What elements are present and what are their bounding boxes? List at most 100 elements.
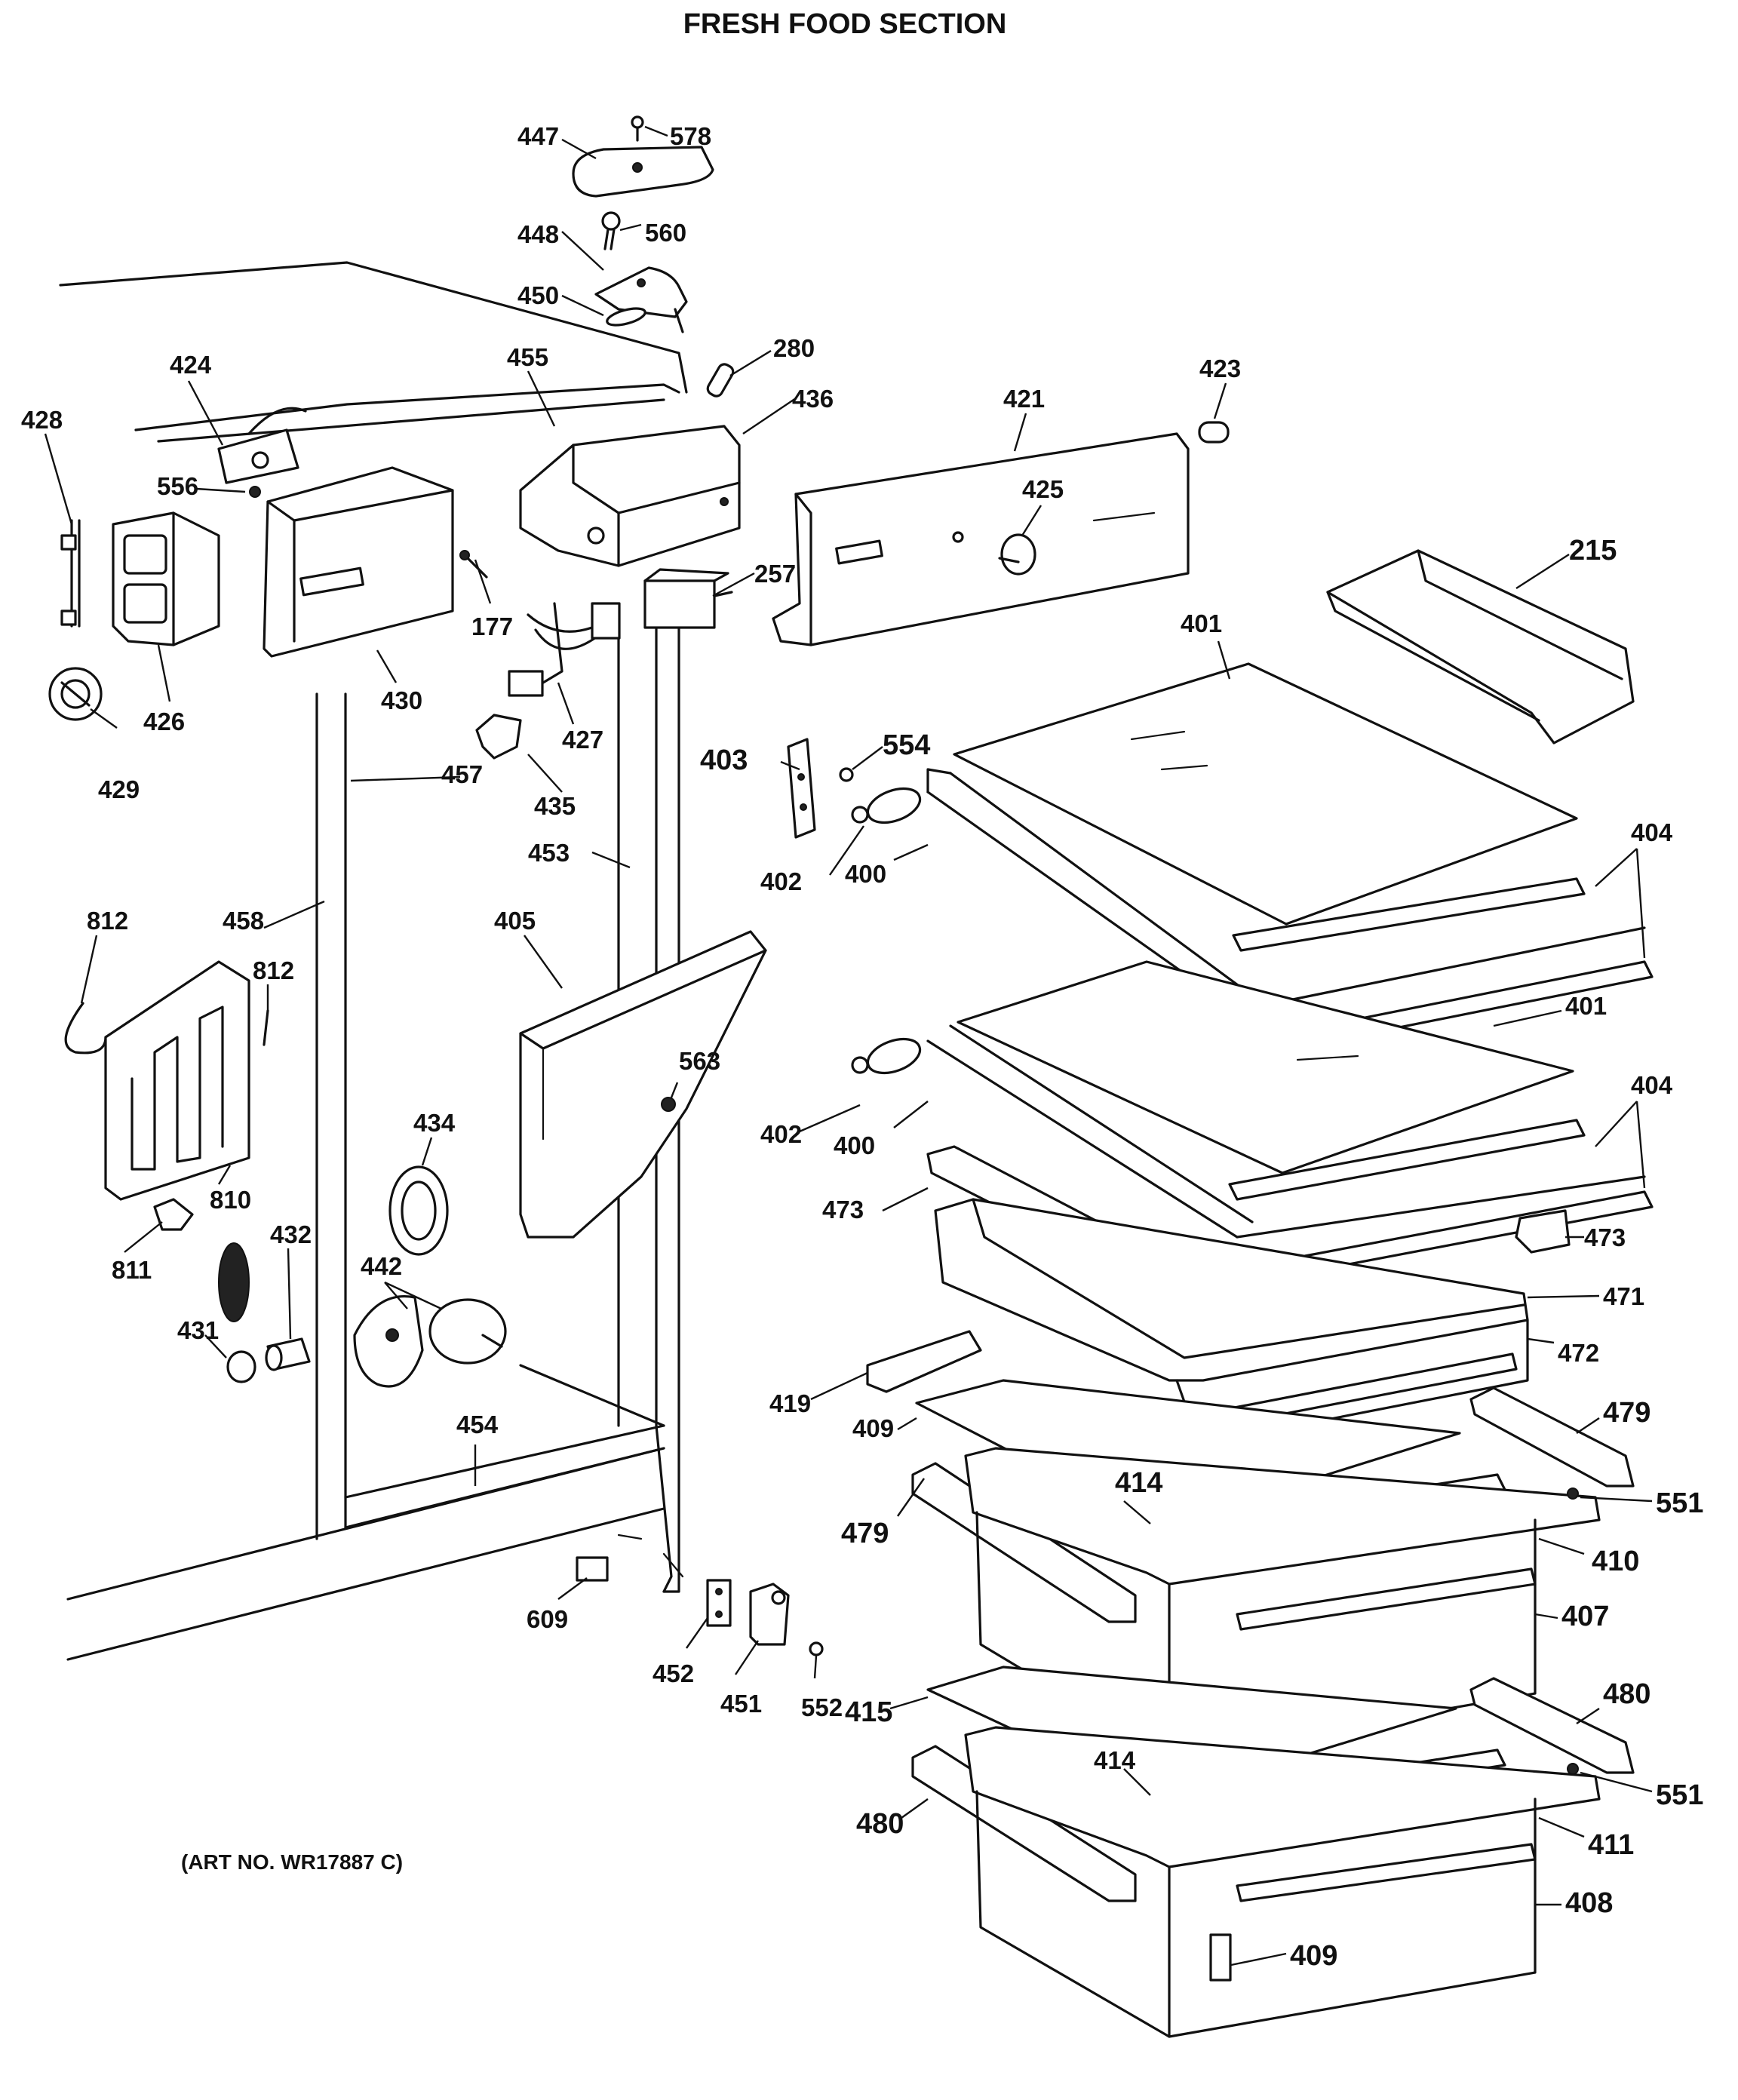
part-450-shim — [606, 307, 646, 327]
part-434-light-lens — [388, 1165, 449, 1256]
part-452-plate — [706, 1579, 732, 1627]
part-257-relay — [643, 568, 733, 629]
callout-407: 407 — [1561, 1601, 1609, 1632]
callout-424: 424 — [170, 351, 212, 379]
callout-480-right: 480 — [1603, 1678, 1650, 1710]
part-402-shelf-support-upper — [851, 787, 922, 824]
callout-479-right: 479 — [1603, 1397, 1650, 1429]
part-551-screw-lower — [1567, 1763, 1579, 1775]
part-563-screw — [661, 1097, 676, 1112]
callout-labels: 447 578 448 560 450 280 455 436 421 423 … — [21, 122, 1703, 1972]
part-400-shelf-frame-lower — [926, 1024, 1646, 1239]
callout-403: 403 — [700, 745, 748, 776]
part-448-hinge — [594, 266, 688, 333]
part-419-rail — [866, 1330, 982, 1393]
part-479-slide-right — [1469, 1386, 1635, 1488]
callout-452: 452 — [653, 1659, 694, 1687]
part-401-glass-shelf-upper — [953, 662, 1578, 926]
callout-409-upper: 409 — [852, 1414, 894, 1442]
part-408-vegetable-pan — [964, 1726, 1601, 2038]
callout-410: 410 — [1592, 1546, 1639, 1577]
callout-415: 415 — [845, 1696, 892, 1728]
callout-451: 451 — [720, 1690, 762, 1718]
part-405-cover-support — [519, 930, 767, 1239]
art-number: (ART NO. WR17887 C) — [181, 1850, 403, 1874]
callout-480-left: 480 — [856, 1808, 904, 1840]
callout-563: 563 — [679, 1047, 720, 1075]
callout-552: 552 — [801, 1693, 843, 1721]
callout-578: 578 — [670, 122, 711, 150]
part-556-screw — [249, 486, 261, 498]
callout-404-lower: 404 — [1631, 1071, 1673, 1099]
part-423-light-bulb — [1198, 421, 1230, 444]
part-560-bolt — [601, 211, 621, 250]
callout-432: 432 — [270, 1220, 312, 1248]
part-436-control-housing — [519, 425, 741, 567]
callout-423: 423 — [1199, 355, 1241, 382]
callout-551-upper: 551 — [1656, 1488, 1703, 1519]
callout-402-lower: 402 — [760, 1120, 802, 1148]
callout-458: 458 — [223, 907, 264, 935]
part-177-screw — [459, 550, 488, 579]
part-402-shelf-support-lower — [851, 1037, 922, 1075]
part-578-screw — [631, 115, 644, 142]
part-435-bracket — [475, 714, 522, 760]
part-609-foot — [576, 1556, 609, 1582]
callout-473-right: 473 — [1584, 1223, 1626, 1251]
part-451-hinge-bracket — [749, 1583, 790, 1646]
callout-425: 425 — [1022, 475, 1064, 503]
callout-812-left: 812 — [87, 907, 128, 935]
callout-414-upper: 414 — [1115, 1467, 1162, 1499]
callout-419: 419 — [769, 1389, 811, 1417]
callout-405: 405 — [494, 907, 536, 935]
callout-457: 457 — [441, 760, 483, 788]
callout-215: 215 — [1569, 535, 1617, 566]
callout-448: 448 — [517, 220, 559, 248]
callout-430: 430 — [381, 686, 422, 714]
part-554-screw — [839, 767, 854, 782]
part-430-housing — [263, 466, 454, 658]
callout-428: 428 — [21, 406, 63, 434]
callout-411: 411 — [1588, 1829, 1634, 1861]
callout-434: 434 — [413, 1109, 456, 1137]
part-215-dairy-bin — [1326, 549, 1635, 745]
callout-810: 810 — [210, 1186, 251, 1214]
callout-812-right: 812 — [253, 956, 294, 984]
callout-447: 447 — [517, 122, 559, 150]
part-431-grommet — [218, 1242, 256, 1383]
part-810-heater — [104, 960, 250, 1201]
part-280-pin — [706, 363, 735, 398]
part-812-heater-lead-right — [263, 1009, 269, 1046]
callout-426: 426 — [143, 708, 185, 735]
part-442-fan-motor — [353, 1295, 507, 1388]
callout-609: 609 — [527, 1605, 568, 1633]
callout-431: 431 — [177, 1316, 219, 1344]
callout-409-lower: 409 — [1290, 1940, 1337, 1972]
callout-427: 427 — [562, 726, 603, 754]
callout-472: 472 — [1558, 1339, 1599, 1367]
callout-421: 421 — [1003, 385, 1045, 413]
callout-404-upper: 404 — [1631, 818, 1673, 846]
part-812-heater-lead-left — [64, 1002, 107, 1055]
part-447-hinge-cover — [572, 146, 714, 198]
callout-400-lower: 400 — [834, 1131, 875, 1159]
part-432-bushing — [265, 1337, 311, 1371]
part-403-shelf-ladder — [787, 738, 816, 839]
callout-455: 455 — [507, 343, 548, 371]
part-552-screw — [809, 1641, 824, 1656]
callout-280: 280 — [773, 334, 815, 362]
callout-442: 442 — [361, 1252, 402, 1280]
diagram-title: FRESH FOOD SECTION — [683, 8, 1007, 40]
callout-811: 811 — [112, 1256, 152, 1284]
part-421-control-panel — [772, 432, 1190, 646]
callout-257: 257 — [754, 560, 796, 588]
callout-471: 471 — [1603, 1282, 1644, 1310]
callout-402-upper: 402 — [760, 867, 802, 895]
part-429-timer — [48, 667, 103, 721]
part-811-clip — [153, 1198, 194, 1231]
part-424-thermostat — [217, 407, 307, 484]
callout-429: 429 — [98, 775, 140, 803]
callout-435: 435 — [534, 792, 576, 820]
part-427-wire-harness — [508, 602, 621, 697]
part-480-slide-left — [911, 1745, 1137, 1902]
